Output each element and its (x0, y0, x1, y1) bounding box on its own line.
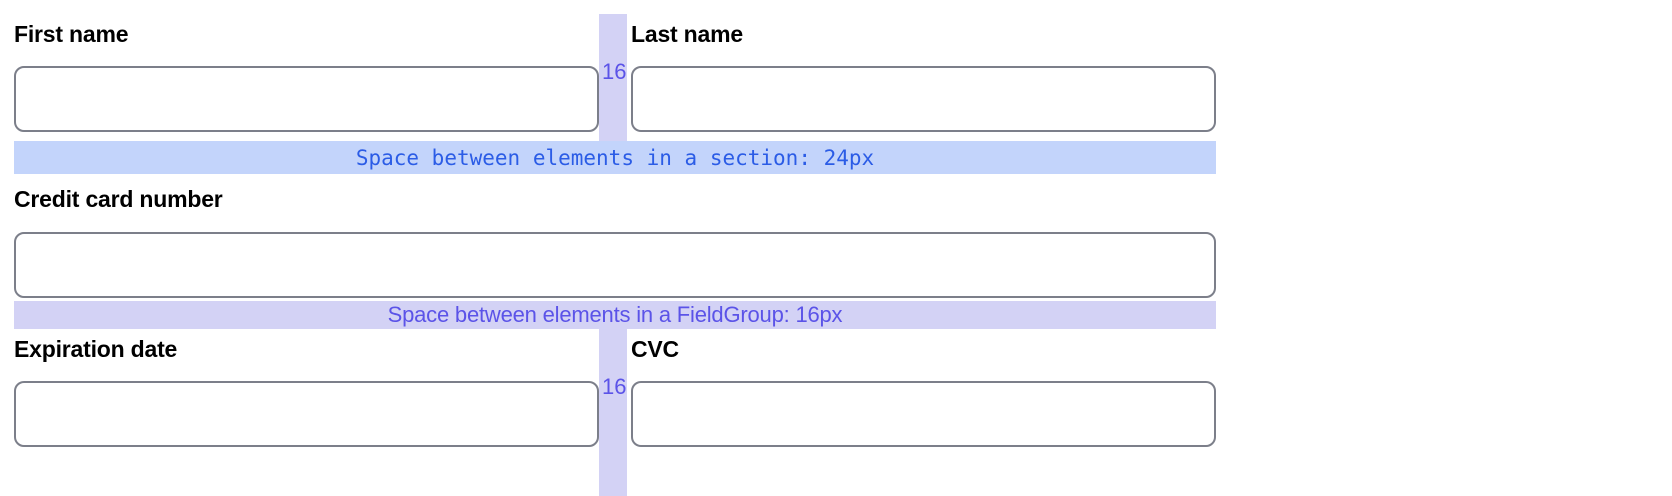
label-last-name: Last name (631, 21, 743, 47)
column-gap-strip-top (599, 14, 627, 141)
section-gap-annotation-bar: Space between elements in a section: 24p… (14, 141, 1216, 174)
section-gap-annotation-text: Space between elements in a section: 24p… (355, 145, 875, 170)
column-gap-strip-bottom (599, 329, 627, 496)
input-credit-card-number[interactable] (14, 232, 1216, 298)
label-credit-card-number: Credit card number (14, 186, 223, 212)
credit-card-form: First name 16 Last name Space between el… (14, 0, 1293, 496)
input-last-name[interactable] (631, 66, 1216, 132)
label-cvc: CVC (631, 336, 679, 362)
input-first-name[interactable] (14, 66, 599, 132)
fieldgroup-gap-annotation-text: Space between elements in a FieldGroup: … (387, 302, 843, 327)
fieldgroup-gap-annotation-bar: Space between elements in a FieldGroup: … (14, 301, 1216, 329)
label-expiration-date: Expiration date (14, 336, 178, 362)
column-gap-label-bottom: 16 (602, 374, 627, 399)
input-cvc[interactable] (631, 381, 1216, 447)
label-first-name: First name (14, 21, 129, 47)
column-gap-label-top: 16 (602, 59, 627, 84)
input-expiration-date[interactable] (14, 381, 599, 447)
